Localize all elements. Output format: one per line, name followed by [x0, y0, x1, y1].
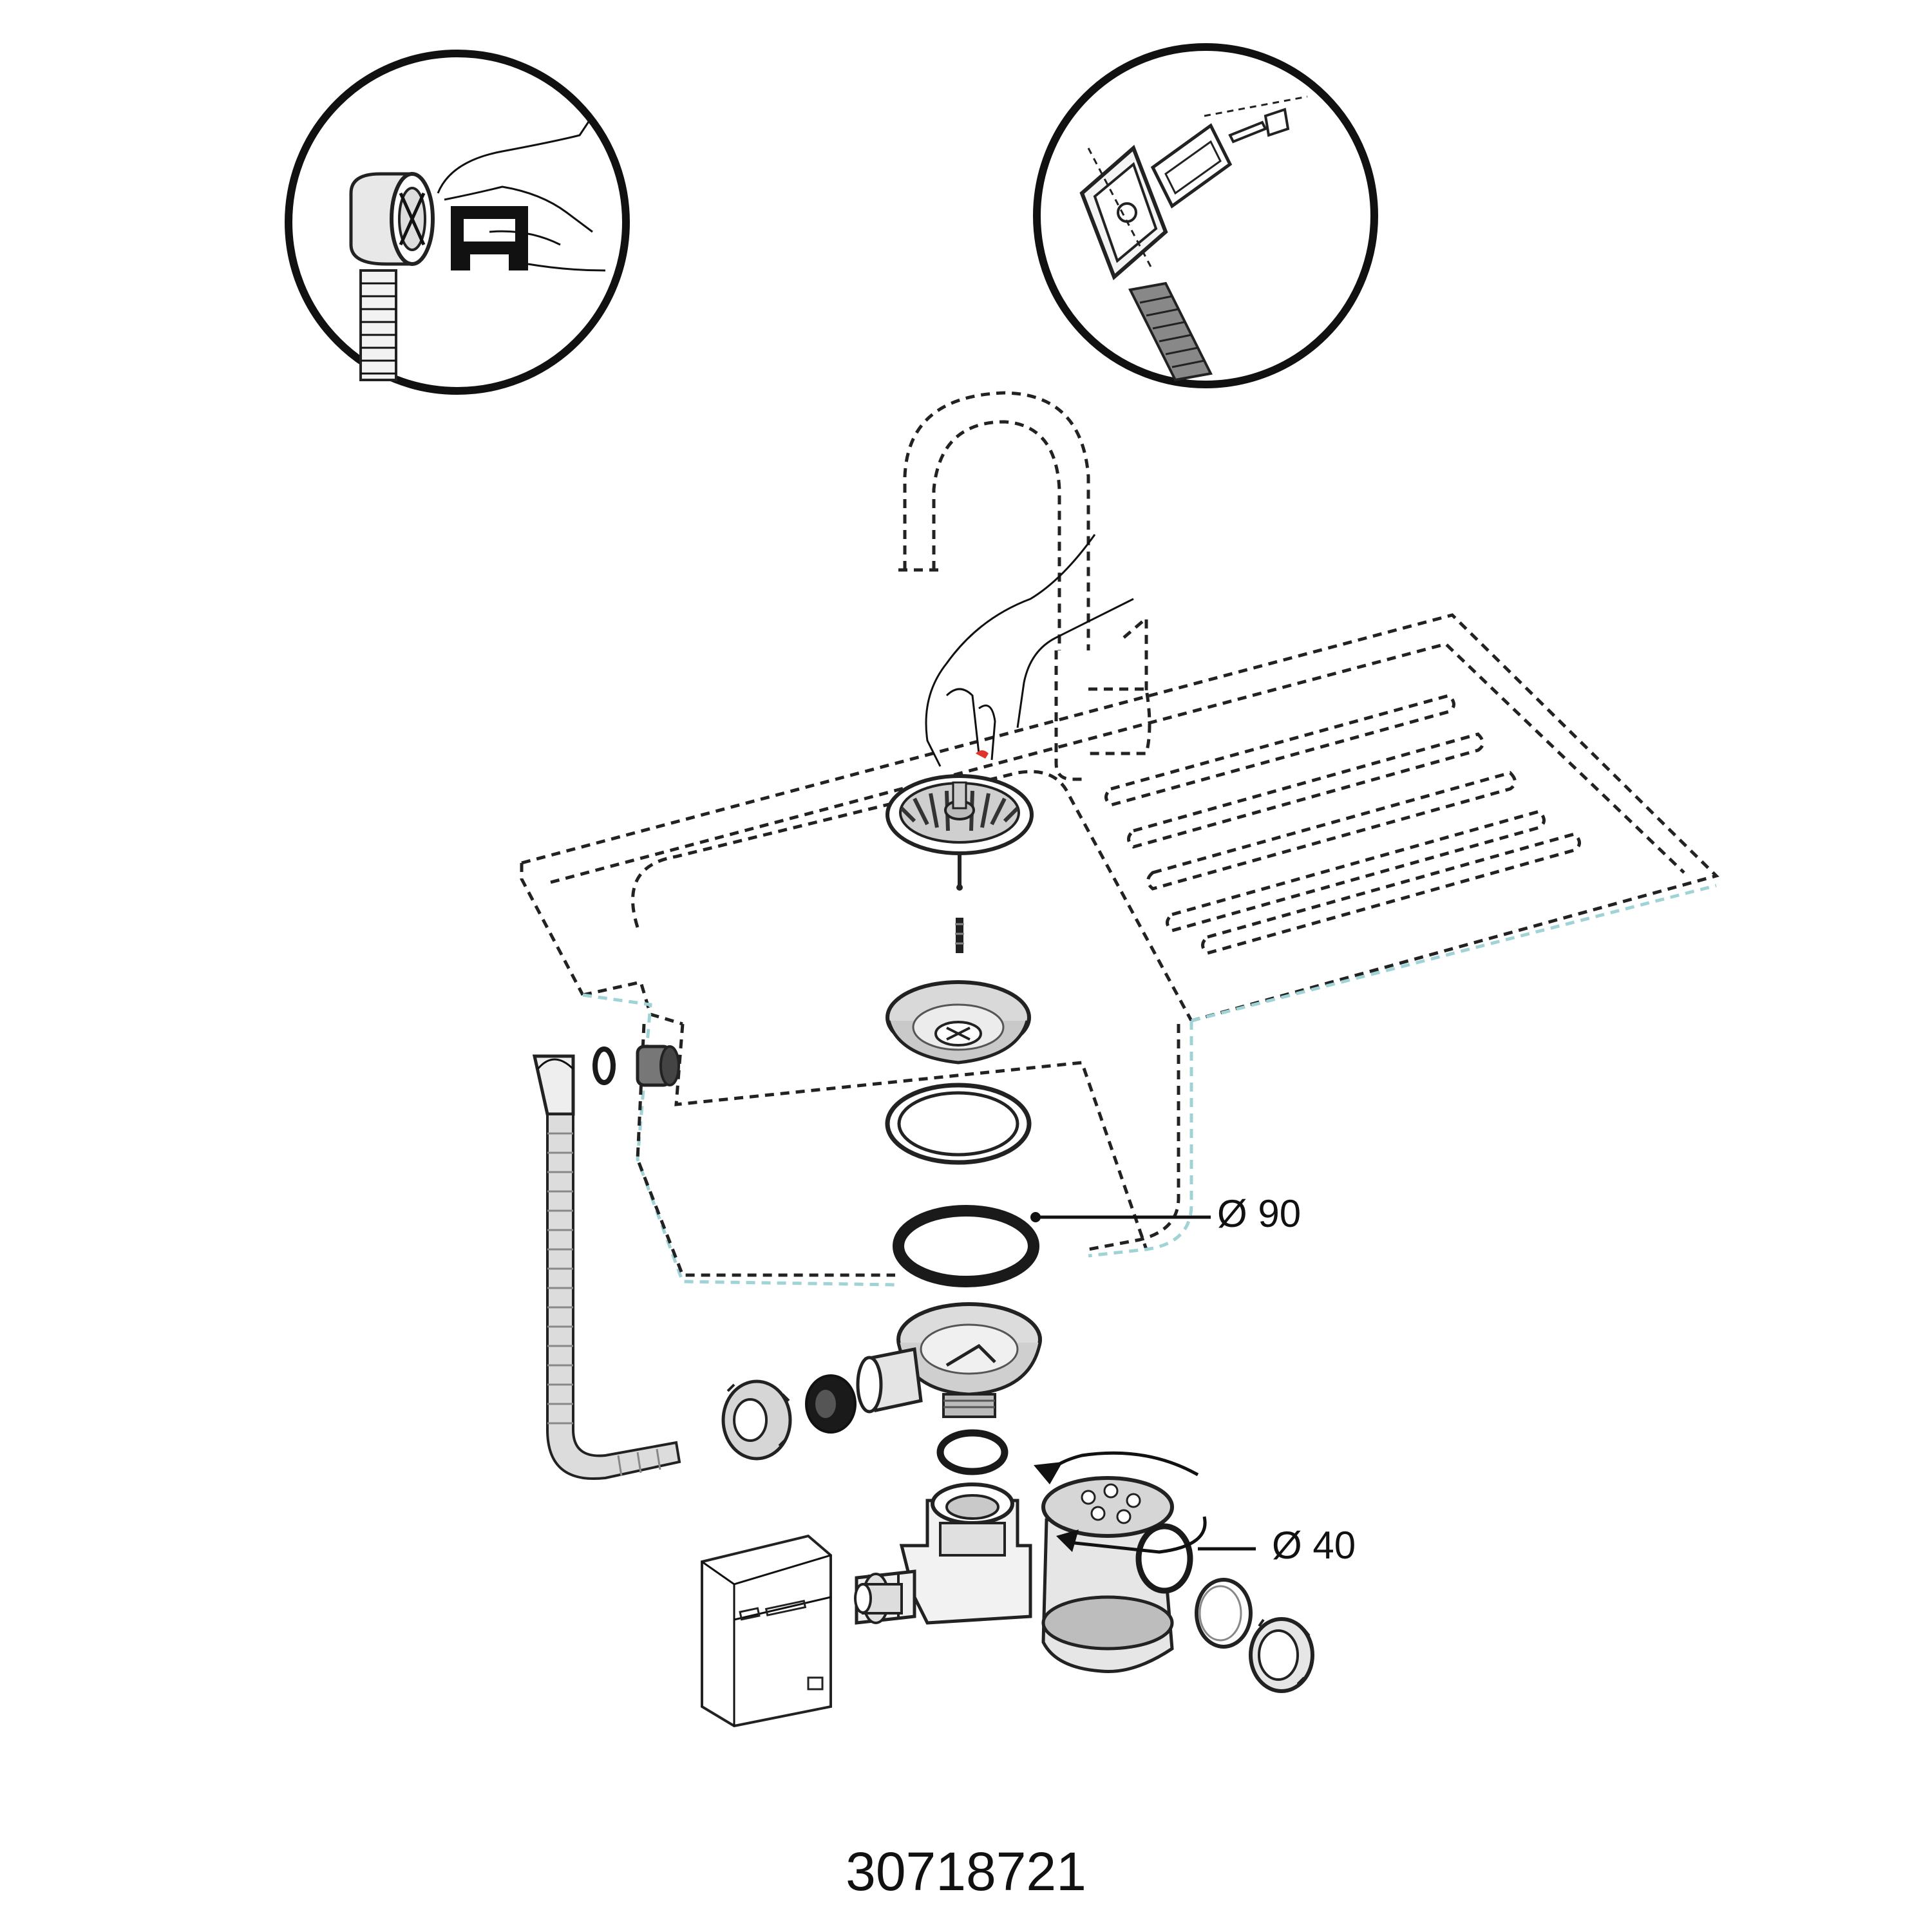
- union-nut-icon: [721, 1379, 792, 1461]
- clip-tool-icon: [451, 206, 528, 270]
- sink-outline: [520, 613, 1719, 1287]
- article-number: 30718721: [846, 1841, 1086, 1902]
- hand-icon: [437, 115, 606, 272]
- gasket-ring-icon: [885, 1083, 1032, 1165]
- dimension-label-40: Ø 40: [1272, 1524, 1356, 1567]
- overflow-hose-icon: [532, 1054, 681, 1480]
- corrugated-hose-icon: [359, 269, 397, 381]
- rotate-arrow-icon: [1034, 1451, 1207, 1554]
- sink-strainer-bowl-icon: [886, 980, 1031, 1065]
- dishwasher-icon: [701, 1534, 832, 1728]
- drain-body-icon: [856, 1302, 1042, 1418]
- screw-icon: [1228, 108, 1290, 144]
- strainer-basket-icon: [886, 774, 1034, 891]
- compression-ring-icon: [1195, 1578, 1253, 1649]
- detail-circle-overflow-bracket: [1033, 43, 1378, 388]
- rubber-gasket-icon: [893, 1205, 1039, 1287]
- dimension-label-90: Ø 90: [1217, 1192, 1301, 1235]
- overflow-bracket-icon: [1079, 123, 1233, 281]
- nut-icon: [1249, 1617, 1314, 1693]
- rubber-seal-icon: [805, 1374, 857, 1434]
- pin-icon: [955, 918, 964, 953]
- corrugated-hose-icon: [1128, 281, 1213, 382]
- siphon-trap-icon: [854, 1476, 1193, 1674]
- faucet-outline: [898, 391, 1151, 781]
- detail-circle-hose-clip: [285, 50, 630, 395]
- o-ring-icon: [936, 1429, 1009, 1475]
- elbow-connector-icon: [349, 172, 435, 266]
- overflow-connector-icon: [592, 1045, 680, 1087]
- dimension-leader-90: [1030, 1212, 1211, 1222]
- hand-icon: [925, 534, 1134, 767]
